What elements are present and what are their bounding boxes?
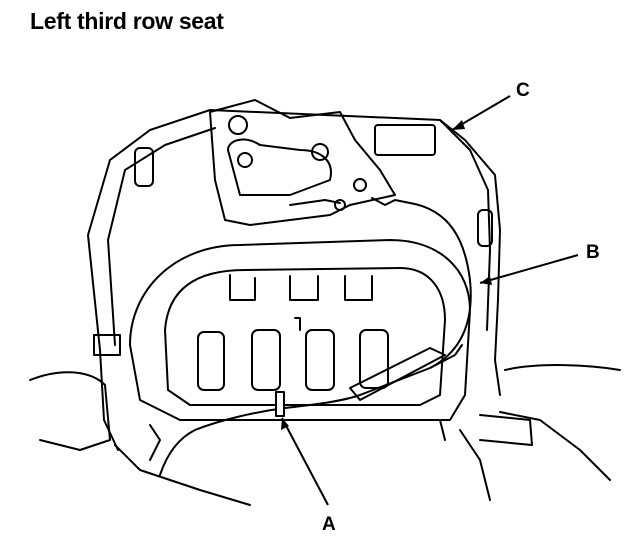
latch-pin-3 xyxy=(311,143,329,161)
cable-connector xyxy=(371,197,411,206)
latch-rod xyxy=(289,199,341,206)
latch-plate xyxy=(209,99,396,226)
slot-4 xyxy=(359,329,389,389)
callout-b: B xyxy=(586,242,600,263)
cable-end-fitting xyxy=(334,199,346,211)
left-bracket xyxy=(93,334,121,356)
leader-a xyxy=(281,417,329,506)
latch-pin-4 xyxy=(353,178,367,192)
arrow-c xyxy=(452,120,465,130)
seat-back-inner-outline xyxy=(107,127,216,346)
slot-2 xyxy=(251,329,281,391)
arrow-b xyxy=(480,276,492,285)
lower-frame xyxy=(114,429,491,506)
seat-cushion-right xyxy=(499,364,621,481)
center-tab xyxy=(294,317,301,331)
callout-a: A xyxy=(322,514,336,535)
seat-cushion-left xyxy=(29,371,111,451)
frame-inner xyxy=(164,267,446,406)
sleeve-tail xyxy=(429,344,463,369)
latch-pin-1 xyxy=(228,115,248,135)
top-ribs xyxy=(229,274,373,301)
callout-c: C xyxy=(516,80,530,101)
lower-frame-2 xyxy=(149,419,446,461)
leader-b xyxy=(479,254,579,284)
release-cable xyxy=(359,202,472,396)
latch-pin-2 xyxy=(237,152,253,168)
seat-side-panel-right xyxy=(439,119,491,331)
slot-3 xyxy=(305,329,335,391)
right-slot xyxy=(477,209,493,247)
cable-clip xyxy=(275,391,285,417)
arrow-a xyxy=(281,418,289,430)
floor-mount-right xyxy=(479,414,533,446)
cable-sleeve xyxy=(349,347,446,401)
left-slot xyxy=(134,147,154,187)
slot-1 xyxy=(197,331,225,391)
lower-cable xyxy=(159,394,361,476)
diagram-title: Left third row seat xyxy=(30,8,224,34)
latch-bracket xyxy=(374,124,436,156)
seat-back-left-edge xyxy=(99,349,119,451)
latch-detail xyxy=(227,138,332,196)
